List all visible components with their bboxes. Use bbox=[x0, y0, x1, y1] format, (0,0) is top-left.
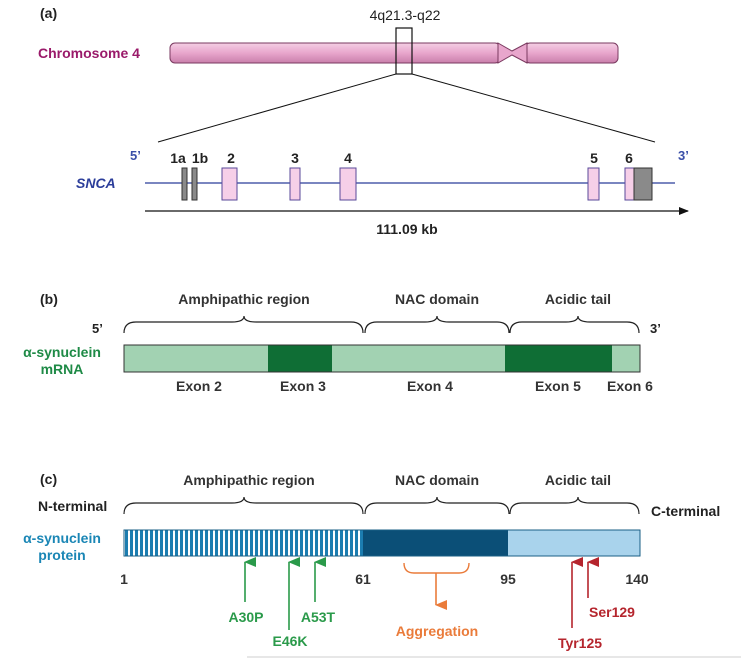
region-label-nac: NAC domain bbox=[395, 472, 479, 488]
position-label: 140 bbox=[625, 571, 649, 587]
protein-region-braces bbox=[123, 496, 640, 515]
exon-1a-box bbox=[181, 167, 188, 201]
mrna-exon-2 bbox=[124, 345, 268, 372]
protein-bar bbox=[123, 529, 641, 557]
mrna-exon-label: Exon 3 bbox=[280, 378, 326, 394]
panel-c: (c) Amphipathic region NAC domain Acidic… bbox=[23, 471, 741, 658]
mutation-label: A30P bbox=[228, 609, 263, 625]
brace-acidic bbox=[509, 315, 640, 334]
aggregation-bracket bbox=[403, 562, 470, 574]
brace-nac bbox=[364, 496, 510, 515]
exon-label: 6 bbox=[625, 150, 633, 166]
panel-a-label: (a) bbox=[40, 5, 57, 21]
locus-label: 4q21.3-q22 bbox=[370, 7, 441, 23]
residue-positions: 1 61 95 140 bbox=[120, 571, 649, 587]
mrna-exon-label: Exon 4 bbox=[407, 378, 453, 394]
brace-nac bbox=[364, 315, 510, 334]
mrna-exon-label: Exon 6 bbox=[607, 378, 653, 394]
region-label-amphipathic: Amphipathic region bbox=[178, 291, 309, 307]
gene-name: SNCA bbox=[76, 175, 116, 191]
exon-4-box bbox=[339, 167, 357, 201]
mrna-exon-labels: Exon 2 Exon 3 Exon 4 Exon 5 Exon 6 bbox=[176, 378, 653, 394]
chromosome-4 bbox=[169, 27, 619, 75]
protein-label-line1: α-synuclein bbox=[23, 530, 101, 546]
panel-b: (b) Amphipathic region NAC domain Acidic… bbox=[23, 291, 661, 394]
position-label: 1 bbox=[120, 571, 128, 587]
mrna-exon-label: Exon 2 bbox=[176, 378, 222, 394]
c-terminal-label: C-terminal bbox=[651, 503, 720, 519]
mrna-three-prime: 3’ bbox=[650, 321, 661, 336]
mrna-bar bbox=[123, 344, 641, 373]
mutation-labels: A30P E46K A53T bbox=[228, 609, 335, 649]
exon-3-box bbox=[289, 167, 301, 201]
gene-exon-labels: 1a 1b 2 3 4 5 6 bbox=[170, 150, 633, 166]
region-label-amphipathic: Amphipathic region bbox=[183, 472, 314, 488]
position-label: 95 bbox=[500, 571, 516, 587]
protein-amphipathic-segment bbox=[124, 530, 363, 556]
phospho-labels: Tyr125 Ser129 bbox=[558, 604, 635, 651]
n-terminal-label: N-terminal bbox=[38, 498, 107, 514]
mrna-label-line2: mRNA bbox=[41, 361, 84, 377]
phospho-arrows bbox=[571, 557, 599, 628]
mutation-arrows bbox=[244, 557, 326, 630]
protein-acidic-segment bbox=[508, 530, 640, 556]
panel-b-label: (b) bbox=[40, 291, 58, 307]
panel-a: (a) 4q21.3-q22 Chromosome 4 5’ 3’ SNCA bbox=[38, 5, 689, 237]
region-label-acidic: Acidic tail bbox=[545, 291, 611, 307]
mrna-label-line1: α-synuclein bbox=[23, 344, 101, 360]
exon-1b-box bbox=[191, 167, 198, 201]
gene-three-prime: 3’ bbox=[678, 148, 689, 163]
exon-label: 2 bbox=[227, 150, 235, 166]
phospho-label: Ser129 bbox=[589, 604, 635, 620]
exon-label: 3 bbox=[291, 150, 299, 166]
aggregation-label: Aggregation bbox=[396, 623, 478, 639]
exon-label: 1b bbox=[192, 150, 208, 166]
position-label: 61 bbox=[355, 571, 371, 587]
mrna-exon-4 bbox=[332, 345, 505, 372]
exon-label: 4 bbox=[344, 150, 352, 166]
gene-five-prime: 5’ bbox=[130, 148, 141, 163]
exon-5-box bbox=[587, 167, 600, 201]
mutation-label: E46K bbox=[272, 633, 307, 649]
gene-exons bbox=[181, 167, 653, 201]
exon-2-box bbox=[221, 167, 238, 201]
zoom-line-right bbox=[411, 73, 656, 143]
gene-length-label: 111.09 kb bbox=[376, 221, 438, 237]
region-braces bbox=[123, 315, 640, 334]
region-label-nac: NAC domain bbox=[395, 291, 479, 307]
brace-acidic bbox=[509, 496, 640, 515]
mrna-exon-6 bbox=[612, 345, 640, 372]
protein-label-line2: protein bbox=[38, 547, 85, 563]
exon-label: 5 bbox=[590, 150, 598, 166]
locus-box bbox=[395, 27, 413, 75]
phospho-label: Tyr125 bbox=[558, 635, 602, 651]
mutation-label: A53T bbox=[301, 609, 336, 625]
exon-6-utr-box bbox=[633, 167, 653, 201]
exon-label: 1a bbox=[170, 150, 186, 166]
brace-amphipathic bbox=[123, 315, 364, 334]
panel-c-label: (c) bbox=[40, 471, 57, 487]
mrna-exon-5 bbox=[505, 345, 612, 372]
chromosome-label: Chromosome 4 bbox=[38, 45, 140, 61]
brace-amphipathic bbox=[123, 496, 364, 515]
mrna-five-prime: 5’ bbox=[92, 321, 103, 336]
mrna-exon-3 bbox=[268, 345, 332, 372]
exon-6-box bbox=[624, 167, 635, 201]
mrna-exon-label: Exon 5 bbox=[535, 378, 581, 394]
region-label-acidic: Acidic tail bbox=[545, 472, 611, 488]
protein-nac-segment bbox=[363, 530, 508, 556]
zoom-line-left bbox=[157, 73, 397, 143]
